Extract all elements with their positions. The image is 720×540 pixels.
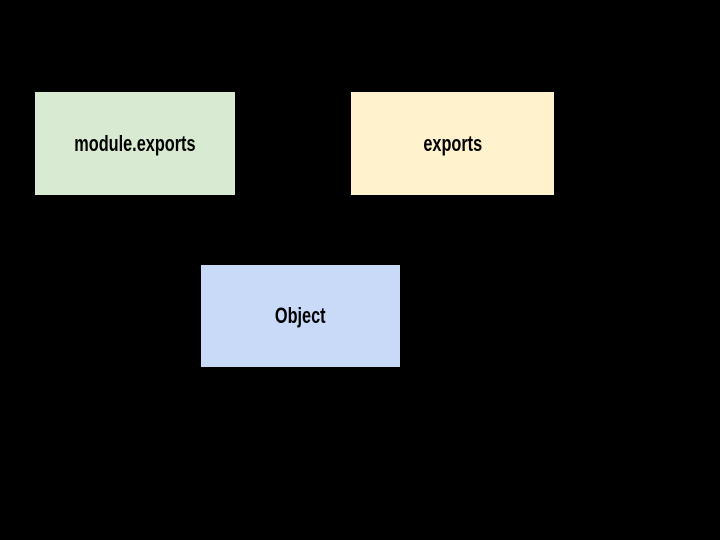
node-module-exports-label: module.exports — [74, 130, 196, 156]
node-exports-label: exports — [423, 130, 482, 156]
node-object: Object — [200, 264, 401, 368]
node-exports: exports — [350, 91, 555, 196]
node-object-label: Object — [275, 303, 326, 328]
node-module-exports: module.exports — [34, 91, 236, 196]
